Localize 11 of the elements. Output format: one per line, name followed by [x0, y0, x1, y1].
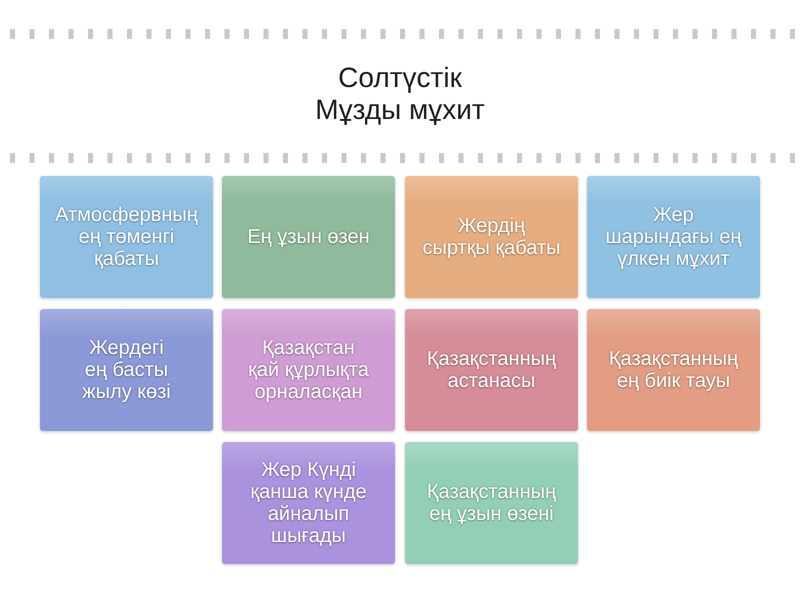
answer-tile: Жер Күнді қанша күнде айналып шығады [222, 442, 395, 564]
answer-tile: Жердегі ең басты жылу көзі [40, 309, 213, 431]
answer-tile: Атмосфервның ең төменгі қабаты [40, 176, 213, 298]
answer-tile: Қазақстанның ең биік тауы [587, 309, 760, 431]
answer-tile: Қазақстанның астанасы [405, 309, 578, 431]
answer-tile: Қазақстанның ең ұзын өзені [405, 442, 578, 564]
heading: Солтүстік Мұзды мұхит [315, 62, 485, 126]
answer-tile: Жердің сыртқы қабаты [405, 176, 578, 298]
answer-tile: Жер шарындағы ең үлкен мұхит [587, 176, 760, 298]
answer-tile: Қазақстан қай құрлықта орналасқан [222, 309, 395, 431]
answer-tile: Ең ұзын өзен [222, 176, 395, 298]
